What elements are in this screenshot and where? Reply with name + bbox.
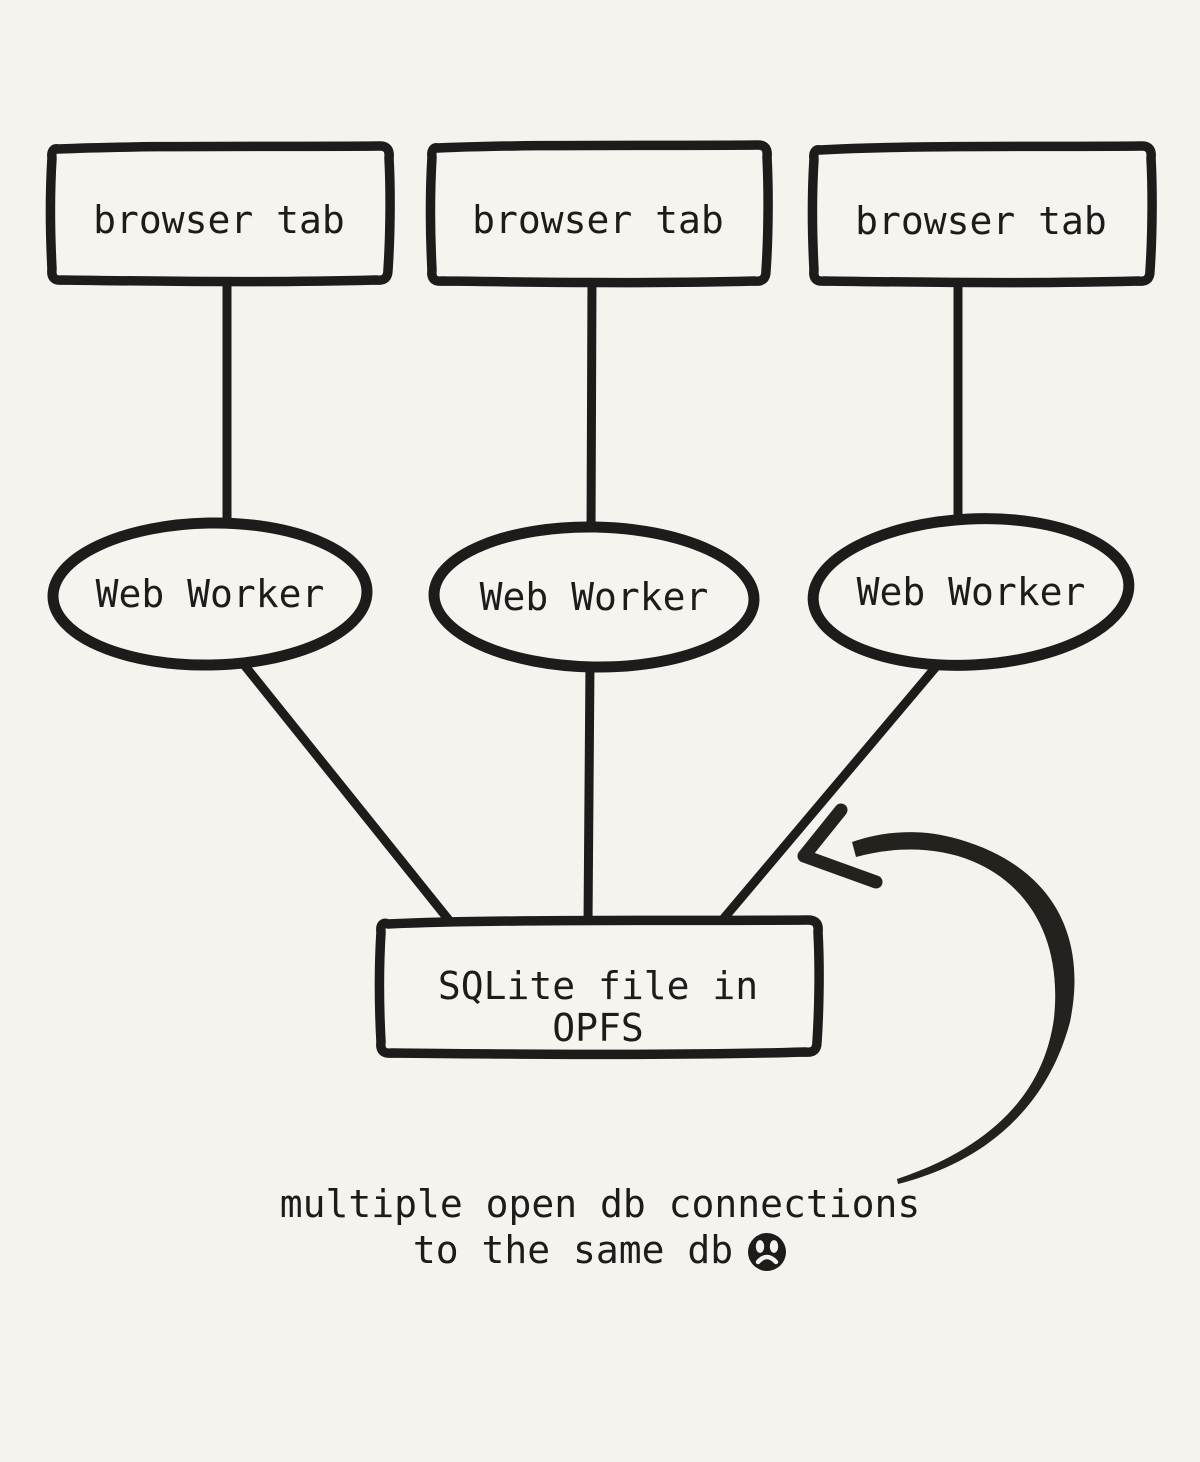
web-worker-ellipse-3 <box>807 513 1135 671</box>
browser-tab-box-2 <box>425 140 773 288</box>
connector-tab2-worker2 <box>586 271 597 541</box>
connector-worker3-sqlite <box>714 650 951 929</box>
caption-line-1: multiple open db connections <box>279 1182 921 1226</box>
annotation-arrow-head <box>797 803 883 889</box>
connector-worker2-sqlite <box>583 657 595 929</box>
connector-worker1-sqlite <box>232 651 457 929</box>
caption: multiple open db connections to the same… <box>0 1181 1200 1273</box>
web-worker-ellipse-1 <box>47 517 373 671</box>
annotation-arrow-body <box>852 832 1075 1184</box>
caption-line-2: to the same db <box>412 1228 734 1272</box>
sqlite-box <box>374 915 824 1060</box>
browser-tab-box-1 <box>45 141 395 287</box>
frowning-face-icon <box>748 1233 787 1271</box>
caption-line-2-row: to the same db <box>0 1227 1200 1273</box>
web-worker-ellipse-2 <box>428 521 760 673</box>
browser-tab-box-3 <box>807 141 1157 288</box>
